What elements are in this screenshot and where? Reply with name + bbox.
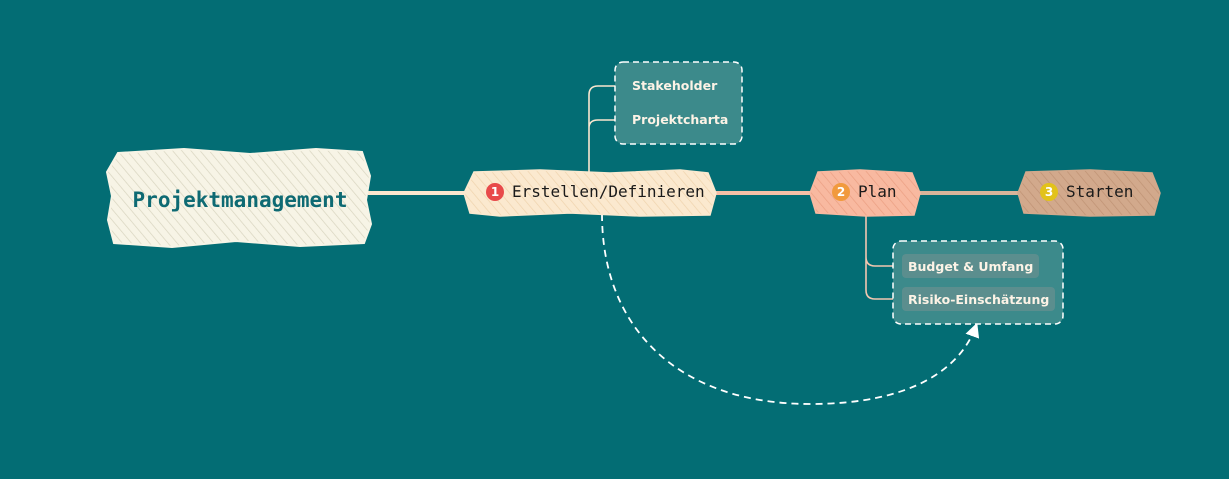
relationship-arrow — [601, 213, 980, 405]
priority-3-icon: 3 — [1040, 182, 1058, 201]
topic-start-label: Starten — [1066, 182, 1134, 201]
subtopic-budget-umfang[interactable]: Budget & Umfang — [902, 254, 1040, 278]
priority-2-icon: 2 — [832, 182, 850, 201]
topic-create[interactable]: 1 Erstellen/Definieren — [486, 182, 705, 201]
topic-plan[interactable]: 2 Plan — [832, 182, 897, 201]
topic-plan-label: Plan — [858, 182, 897, 201]
topic-start[interactable]: 3 Starten — [1040, 182, 1133, 201]
topic-create-shape[interactable] — [463, 169, 717, 217]
subtopic-stakeholder[interactable]: Stakeholder — [632, 78, 718, 93]
priority-1-icon: 1 — [486, 182, 504, 201]
topic-plan-shape[interactable] — [809, 169, 921, 217]
topic-create-label: Erstellen/Definieren — [512, 182, 705, 201]
connector-create-subtopics — [588, 85, 628, 172]
subgroup-create-box — [614, 61, 743, 145]
subtopic-projektcharta[interactable]: Projektcharta — [632, 112, 729, 127]
central-topic-shape[interactable] — [105, 147, 373, 249]
subtopic-risiko-einschaetzung[interactable]: Risiko-Einschätzung — [902, 287, 1056, 311]
topic-start-shape[interactable] — [1017, 169, 1161, 217]
central-topic-title: Projektmanagement — [132, 188, 348, 212]
connector-plan-subtopics — [865, 212, 904, 300]
